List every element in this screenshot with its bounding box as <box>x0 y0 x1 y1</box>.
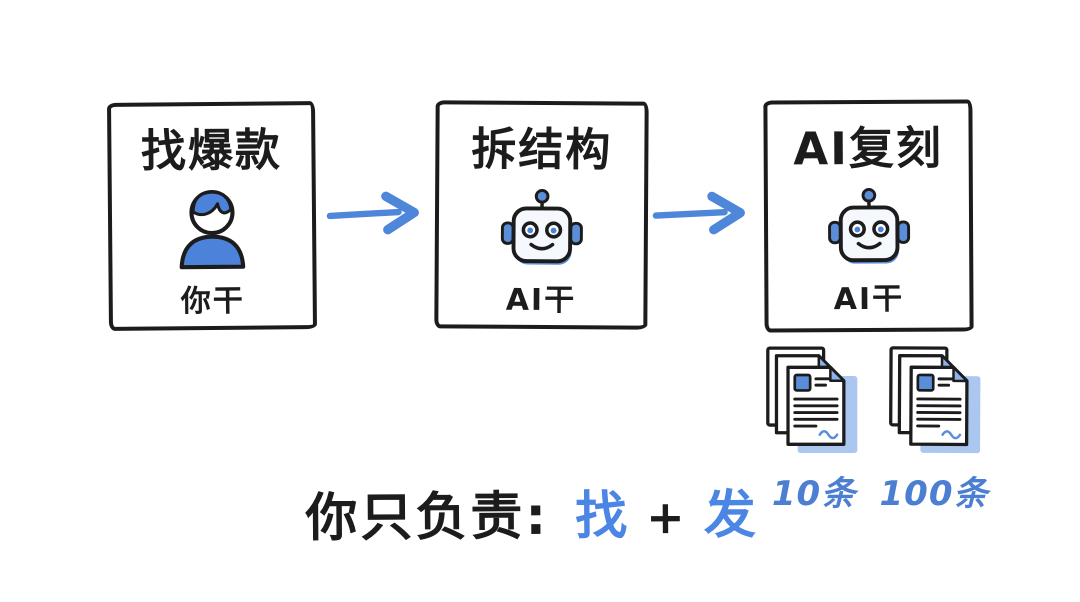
person-icon <box>173 187 252 270</box>
step-title: 拆结构 <box>471 122 613 177</box>
step-box-ai-replicate: AI复刻 AI干 <box>763 99 974 333</box>
step-title: AI复刻 <box>793 121 944 176</box>
document-stack-icon <box>763 344 865 458</box>
document-stack-icon <box>886 344 989 459</box>
robot-icon <box>498 186 584 269</box>
step-actor-label: 你干 <box>180 283 245 319</box>
step-box-find-hit: 找爆款 你干 <box>107 101 317 331</box>
doc-count-label: 10条 <box>771 474 857 514</box>
caption: 你只负责: 找 + 发 <box>0 470 1072 553</box>
robot-icon <box>825 185 911 267</box>
caption-prefix: 你只负责: <box>305 486 550 549</box>
step-actor-label: AI干 <box>505 282 577 318</box>
caption-plus: + <box>645 489 688 545</box>
step-actor-label: AI干 <box>833 281 905 317</box>
caption-highlight-find: 找 <box>574 486 631 547</box>
step-box-break-structure: 拆结构 AI干 <box>434 100 649 330</box>
step-title: 找爆款 <box>140 123 283 178</box>
arrow-right-icon <box>326 189 428 237</box>
arrow-right-icon <box>652 189 754 238</box>
caption-highlight-publish: 发 <box>703 485 759 546</box>
doc-count-label: 100条 <box>879 474 989 514</box>
